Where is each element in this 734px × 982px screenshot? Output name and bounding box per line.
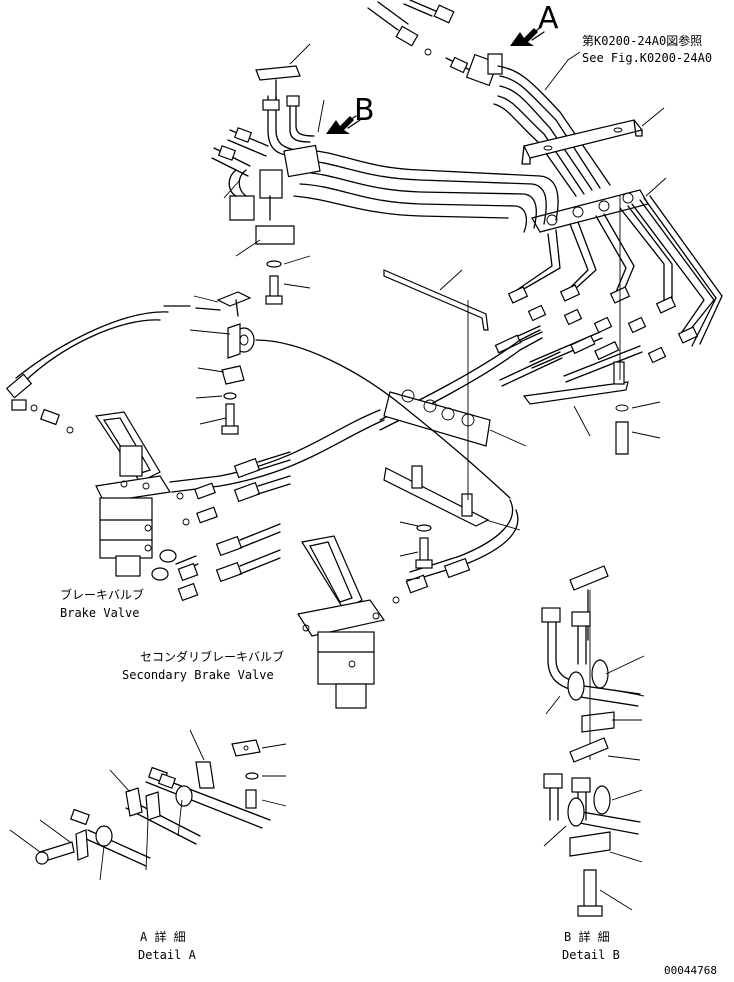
fittings-row xyxy=(507,284,699,364)
upper-pipe-bundle xyxy=(493,65,611,197)
top-hose-group xyxy=(367,0,503,87)
upper-clamp-plate xyxy=(521,107,665,165)
detail-b-callout: B xyxy=(354,93,375,128)
arrow-b-icon xyxy=(326,115,361,134)
detail-b-label-jp: B 詳 細 xyxy=(564,930,610,944)
brake-valve-label-jp: ブレーキバルブ xyxy=(60,588,145,602)
reference-en: See Fig.K0200-24A0 xyxy=(582,51,713,65)
lower-clamp-bar xyxy=(383,389,527,447)
brake-valve-label-en: Brake Valve xyxy=(60,606,140,620)
middle-bracket xyxy=(383,269,489,331)
secondary-brake-valve-label-en: Secondary Brake Valve xyxy=(122,668,274,682)
right-pipe-drops xyxy=(513,195,723,347)
detail-b-drawing xyxy=(541,565,645,917)
right-bracket xyxy=(522,361,661,455)
b-area-assembly xyxy=(211,43,325,245)
lower-bracket xyxy=(383,465,521,531)
long-pipe-run xyxy=(293,149,559,233)
detail-a-callout: A xyxy=(538,1,559,36)
arrow-a-icon xyxy=(510,27,545,46)
reference-jp: 第K0200-24A0図参照 xyxy=(582,34,703,48)
brake-valve-drawing xyxy=(94,411,199,581)
secondary-brake-valve-drawing xyxy=(297,521,471,709)
detail-b-label-en: Detail B xyxy=(562,948,620,962)
secondary-brake-valve-label-jp: セコンダリブレーキバルブ xyxy=(140,650,285,664)
detail-a-label-en: Detail A xyxy=(138,948,196,962)
brake-valve-fittings xyxy=(176,451,291,602)
detail-a-drawing xyxy=(9,729,287,881)
bolt-washer-b xyxy=(235,239,311,305)
detail-a-label-jp: A 詳 細 xyxy=(140,930,186,944)
left-clamp-group xyxy=(5,291,511,499)
drawing-number: 00044768 xyxy=(664,964,717,977)
